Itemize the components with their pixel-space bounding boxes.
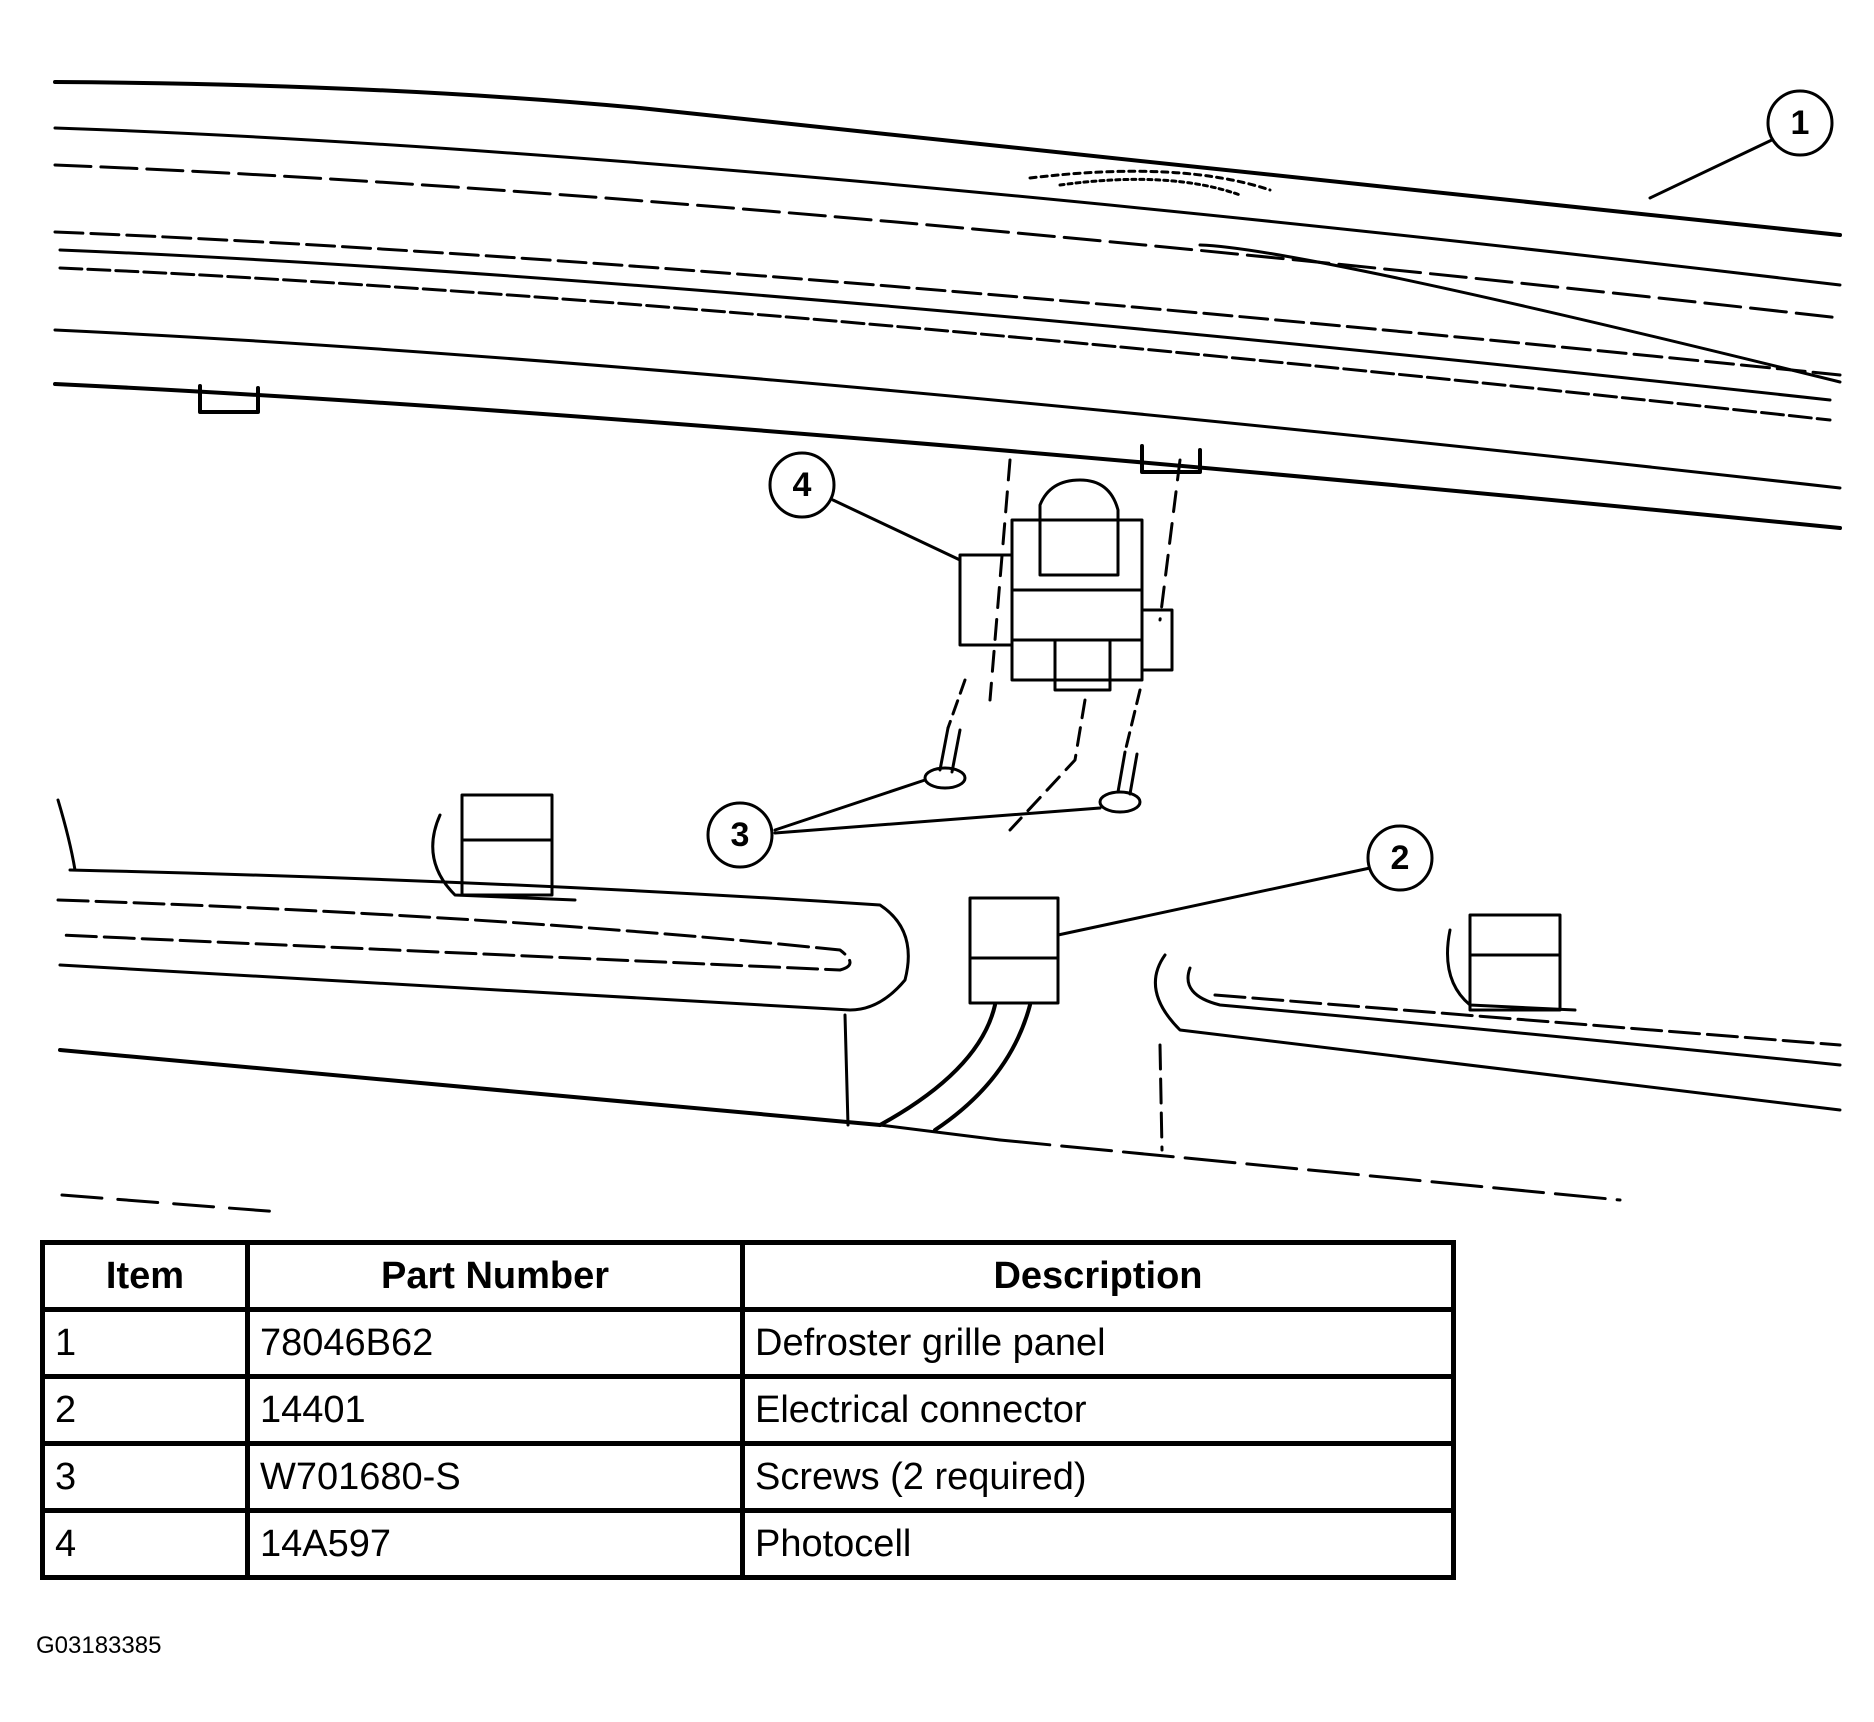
header-item: Item xyxy=(40,1240,250,1312)
callout-2-label: 2 xyxy=(1391,839,1410,877)
lower-dash-structure xyxy=(56,793,1842,1214)
screws xyxy=(923,678,1142,832)
cell-part-number: W701680-S xyxy=(245,1441,745,1513)
parts-table: Item Part Number Description 1 78046B62 … xyxy=(40,1240,1456,1580)
defroster-grille-panel xyxy=(53,80,1842,530)
table-row: 4 14A597 Photocell xyxy=(40,1508,1456,1580)
header-part-number: Part Number xyxy=(245,1240,745,1312)
cell-description: Defroster grille panel xyxy=(740,1307,1456,1379)
figure-id: G03183385 xyxy=(36,1632,162,1659)
exploded-view-diagram: 1 2 3 4 xyxy=(53,80,1842,1214)
table-row: 3 W701680-S Screws (2 required) xyxy=(40,1441,1456,1513)
callout-2: 2 xyxy=(1056,824,1434,937)
cell-part-number: 78046B62 xyxy=(245,1307,745,1379)
cell-description: Screws (2 required) xyxy=(740,1441,1456,1513)
photocell xyxy=(958,458,1182,702)
callout-1: 1 xyxy=(1648,89,1834,200)
cell-part-number: 14401 xyxy=(245,1374,745,1446)
callout-3: 3 xyxy=(706,778,1102,869)
electrical-connector xyxy=(878,896,1060,1132)
header-description: Description xyxy=(740,1240,1456,1312)
cell-part-number: 14A597 xyxy=(245,1508,745,1580)
cell-item: 4 xyxy=(40,1508,250,1580)
callout-1-label: 1 xyxy=(1791,104,1810,142)
table-row: 2 14401 Electrical connector xyxy=(40,1374,1456,1446)
cell-description: Electrical connector xyxy=(740,1374,1456,1446)
callout-4-label: 4 xyxy=(793,466,812,504)
cell-item: 3 xyxy=(40,1441,250,1513)
table-row: 1 78046B62 Defroster grille panel xyxy=(40,1307,1456,1379)
cell-item: 1 xyxy=(40,1307,250,1379)
cell-description: Photocell xyxy=(740,1508,1456,1580)
cell-item: 2 xyxy=(40,1374,250,1446)
callout-3-label: 3 xyxy=(731,816,750,854)
table-header-row: Item Part Number Description xyxy=(40,1240,1456,1312)
callout-4: 4 xyxy=(768,451,962,562)
